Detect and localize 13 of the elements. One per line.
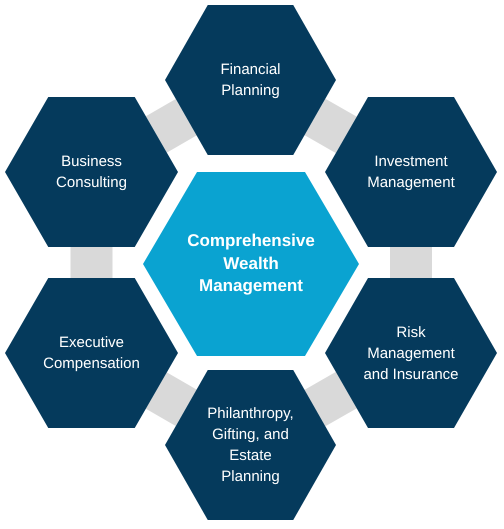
hexagon-label: Executive Compensation	[43, 333, 140, 374]
hexagon-label: Business Consulting	[55, 152, 128, 193]
connector-band	[304, 98, 357, 154]
hexagon-label: Investment Management	[366, 152, 456, 193]
center-title: Comprehensive Wealth Management	[187, 230, 315, 298]
connector-band	[390, 247, 432, 278]
connector-band	[146, 372, 197, 426]
hexagon-label: Risk Management and Insurance	[362, 322, 460, 384]
connector-band	[146, 99, 197, 153]
hexagon-label: Philanthropy, Gifting, and Estate Planning	[206, 404, 295, 487]
connector-band	[304, 372, 357, 426]
connector-band	[70, 247, 112, 278]
hexagon-label: Financial Planning	[219, 60, 282, 101]
